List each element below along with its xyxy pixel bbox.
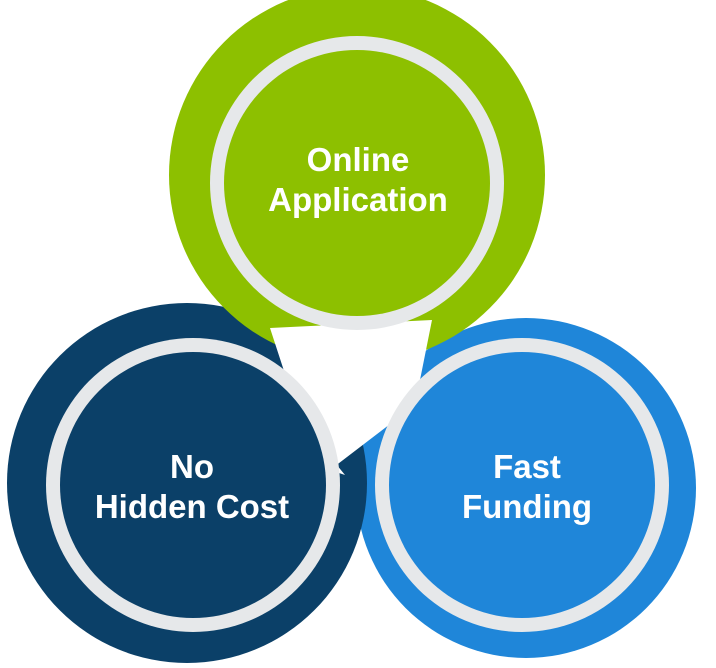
online-application-line-2: Application [268,181,448,218]
no-hidden-cost-inner-disc [60,352,326,618]
center-overlap-area [270,320,432,475]
no-hidden-cost-label: No Hidden Cost [47,447,337,527]
online-application-label: Online Application [213,140,503,220]
fast-funding-inner-disc [389,352,655,618]
fast-funding-line-2: Funding [461,488,593,525]
online-application-inner-disc [224,50,490,316]
no-hidden-cost-line-1: No [170,448,214,485]
online-application-line-1: Online [306,141,410,178]
fast-funding-label: Fast Funding [382,447,672,527]
fast-funding-line-1: Fast [493,448,561,485]
no-hidden-cost-line-2: Hidden Cost [94,488,290,525]
